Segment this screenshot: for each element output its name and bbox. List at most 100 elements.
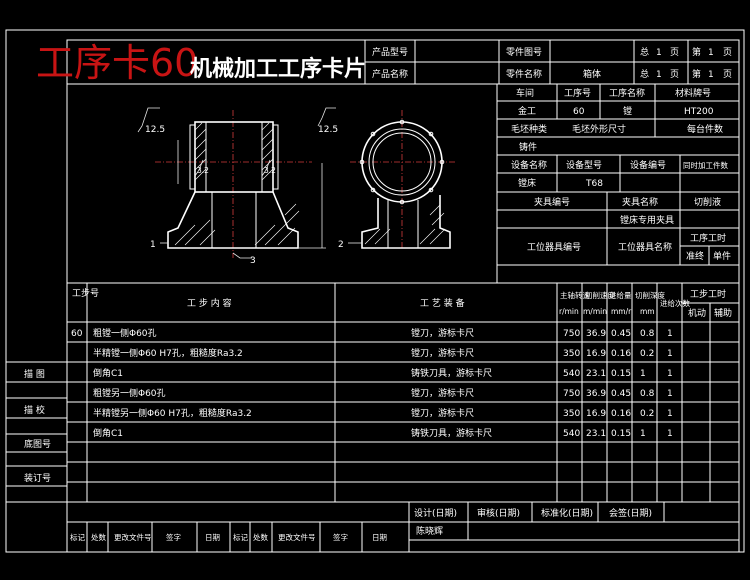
designer-name: 陈晓辉 bbox=[416, 525, 443, 537]
process-time-label: 工序工时 bbox=[690, 232, 726, 244]
process-name-label: 工序名称 bbox=[609, 87, 645, 99]
col-speed: 主轴转速 bbox=[560, 290, 590, 300]
pieces-label: 铸件 bbox=[519, 141, 537, 153]
col-cut-speed-unit: m/min bbox=[583, 307, 607, 316]
step-cut-speed: 16.9 bbox=[586, 409, 606, 419]
fixture-name-label: 夹具名称 bbox=[622, 196, 658, 208]
part-drawing-label: 零件图号 bbox=[506, 46, 542, 58]
footer-count-label: 处数 bbox=[91, 532, 106, 542]
callout-1: 1 bbox=[150, 240, 156, 250]
footer-change-doc-label-2: 更改文件号 bbox=[278, 532, 316, 542]
current-label-2: 第 bbox=[692, 68, 701, 80]
footer-count-label-2: 处数 bbox=[253, 532, 268, 542]
total-label: 总 bbox=[640, 46, 649, 58]
product-name-label: 产品名称 bbox=[372, 68, 408, 80]
step-speed: 750 bbox=[563, 389, 580, 399]
countersign-label: 会签(日期) bbox=[609, 507, 652, 519]
page-unit-4: 页 bbox=[723, 69, 732, 80]
step-cut-speed: 36.9 bbox=[586, 389, 606, 399]
step-cut-speed: 23.1 bbox=[586, 369, 606, 379]
step-depth: 0.8 bbox=[640, 389, 655, 399]
side-grid bbox=[6, 361, 67, 503]
step-cut-speed: 23.1 bbox=[586, 429, 606, 439]
card-title: 机械加工工序卡片 bbox=[190, 56, 366, 82]
page-unit-2: 页 bbox=[723, 47, 732, 58]
standard-label: 标准化(日期) bbox=[541, 507, 593, 519]
footer-change-doc-label: 更改文件号 bbox=[114, 532, 152, 542]
part-name-label: 零件名称 bbox=[506, 68, 542, 80]
end-view bbox=[348, 110, 455, 250]
side-base-drawing-label: 底图号 bbox=[24, 438, 51, 450]
step-equipment: 铸铁刀具，游标卡尺 bbox=[411, 367, 492, 379]
material-value: HT200 bbox=[684, 107, 714, 117]
current-page: 1 bbox=[708, 48, 714, 58]
section-view bbox=[137, 107, 336, 259]
col-step-content: 工 步 内 容 bbox=[187, 297, 232, 309]
outer-frame bbox=[5, 29, 745, 553]
blank-size-label: 毛坯外形尺寸 bbox=[572, 123, 626, 135]
side-proof-label: 描 校 bbox=[24, 404, 45, 416]
step-equipment: 镗刀，游标卡尺 bbox=[411, 407, 474, 419]
equip-model-label: 设备型号 bbox=[566, 159, 602, 171]
col-aux: 辅助 bbox=[714, 307, 732, 319]
card-stamp: 工序卡60 bbox=[36, 41, 198, 85]
roughness-inner-right: 3.2 bbox=[264, 166, 276, 175]
side-trace-label: 描 图 bbox=[24, 368, 45, 380]
process-no-label: 工序号 bbox=[564, 87, 591, 99]
step-feed: 0.15 bbox=[611, 429, 631, 439]
equip-name-label: 设备名称 bbox=[511, 159, 547, 171]
station-tool-name-label: 工位器具名称 bbox=[618, 241, 672, 253]
part-drawing: 12.5 12.5 3.2 3.2 1 3 2 bbox=[137, 107, 455, 266]
design-label: 设计(日期) bbox=[414, 507, 457, 519]
total-pages: 1 bbox=[656, 48, 662, 58]
step-content: 半精镗另一侧Φ60 H7孔，粗糙度Ra3.2 bbox=[93, 407, 252, 419]
workshop-label: 车间 bbox=[516, 87, 534, 99]
col-feed: 进给量 bbox=[609, 290, 632, 300]
step-depth: 1 bbox=[640, 369, 646, 379]
footer-sign-label: 签字 bbox=[166, 532, 181, 542]
step-feed: 0.16 bbox=[611, 349, 631, 359]
callout-2: 2 bbox=[338, 240, 344, 250]
step-speed: 540 bbox=[563, 369, 580, 379]
step-feed: 0.15 bbox=[611, 369, 631, 379]
product-model-label: 产品型号 bbox=[372, 46, 408, 58]
col-speed-unit: r/min bbox=[559, 307, 579, 316]
col-equipment: 工 艺 装 备 bbox=[420, 297, 465, 309]
equip-name-value: 镗床 bbox=[518, 177, 536, 189]
station-tool-no-label: 工位器具编号 bbox=[527, 241, 581, 253]
concurrent-label: 同时加工件数 bbox=[683, 160, 728, 170]
footer-date-label: 日期 bbox=[205, 533, 220, 542]
callout-3: 3 bbox=[250, 256, 256, 266]
step-depth: 0.2 bbox=[640, 349, 654, 359]
step-content: 粗镗另一侧Φ60孔 bbox=[93, 387, 166, 399]
step-passes: 1 bbox=[667, 329, 673, 339]
step-cut-speed: 36.9 bbox=[586, 329, 606, 339]
step-speed: 350 bbox=[563, 349, 580, 359]
blank-type-label: 毛坯种类 bbox=[511, 123, 547, 135]
col-step-no: 工步号 bbox=[72, 288, 99, 299]
step-equipment: 镗刀，游标卡尺 bbox=[411, 327, 474, 339]
step-depth: 0.8 bbox=[640, 329, 655, 339]
col-depth-unit: mm bbox=[640, 307, 655, 316]
col-machine: 机动 bbox=[688, 307, 706, 319]
step-feed: 0.45 bbox=[611, 329, 631, 339]
step-content: 倒角C1 bbox=[93, 367, 123, 379]
total-pages-2: 1 bbox=[656, 70, 662, 80]
total-label-2: 总 bbox=[640, 68, 649, 80]
process-no-value: 60 bbox=[573, 107, 585, 117]
workshop-value: 金工 bbox=[518, 105, 536, 117]
coolant-label: 切削液 bbox=[694, 196, 721, 208]
roughness-right: 12.5 bbox=[318, 125, 338, 135]
step-equipment: 镗刀，游标卡尺 bbox=[411, 387, 474, 399]
footer-mark-label: 标记 bbox=[70, 532, 85, 542]
page-unit: 页 bbox=[670, 47, 679, 58]
step-no: 60 bbox=[71, 329, 83, 339]
step-speed: 350 bbox=[563, 409, 580, 419]
fixture-no-label: 夹具编号 bbox=[534, 196, 570, 208]
equip-model-value: T68 bbox=[585, 179, 603, 189]
per-piece-label: 每台件数 bbox=[687, 123, 723, 135]
part-name-value: 箱体 bbox=[583, 68, 601, 80]
info-grid bbox=[496, 84, 739, 284]
step-cut-speed: 16.9 bbox=[586, 349, 606, 359]
